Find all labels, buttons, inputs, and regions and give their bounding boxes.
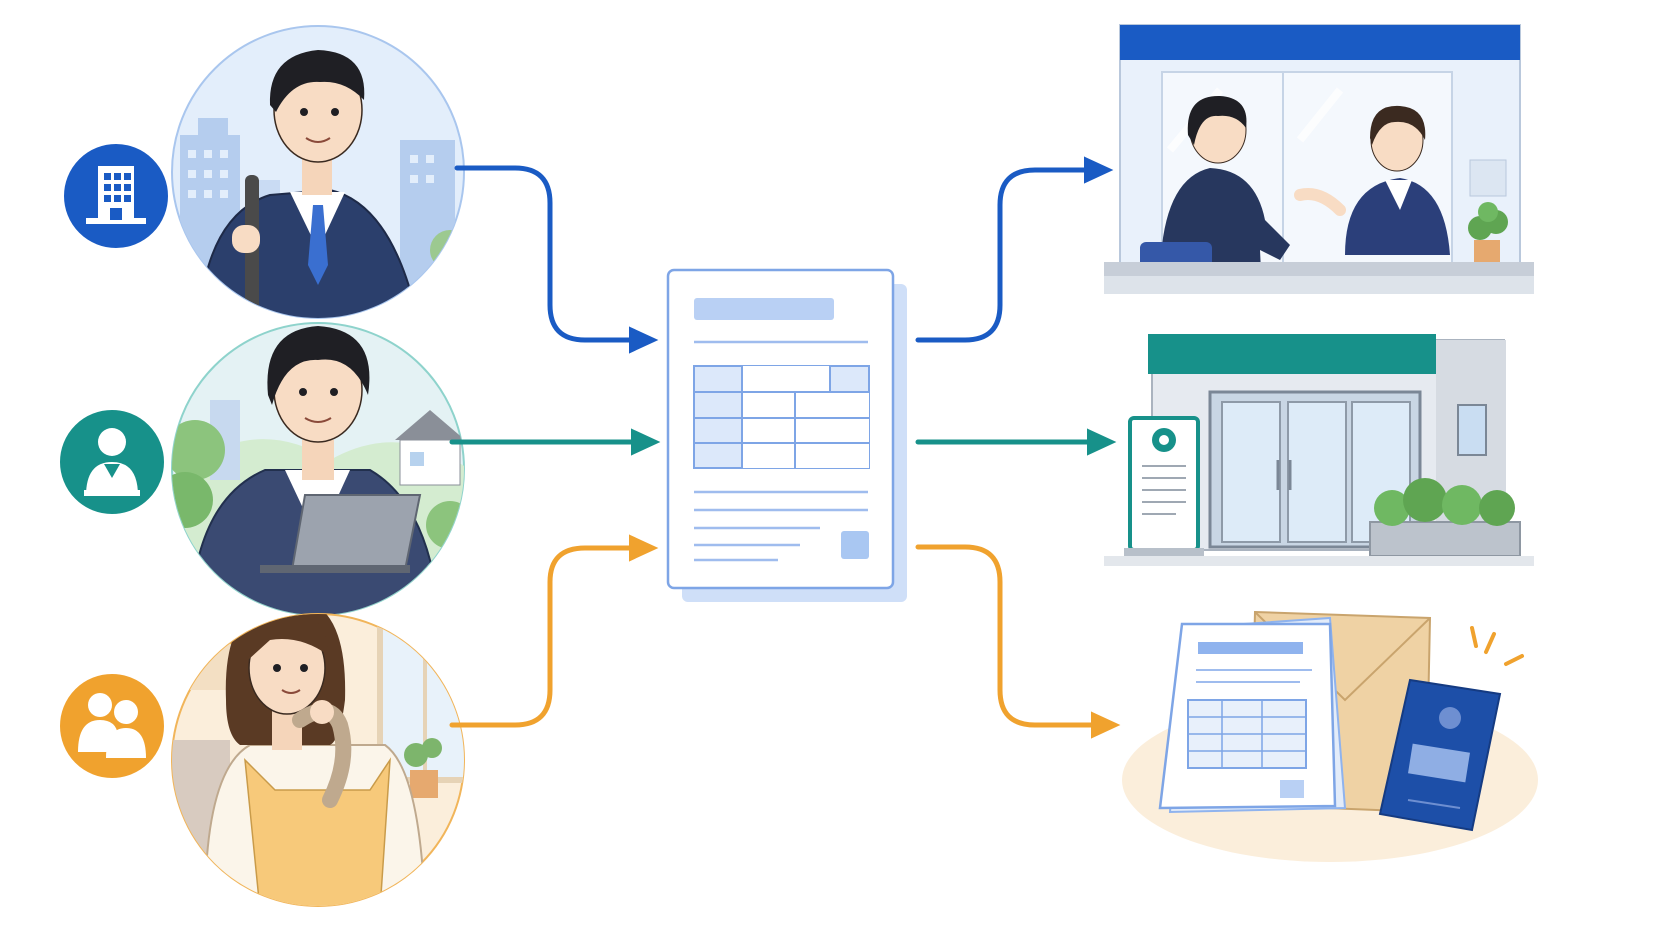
arrow-orange-in [449, 545, 633, 728]
counter-header-bar [1120, 25, 1520, 60]
input-family [56, 613, 465, 907]
arrow-blue-in [454, 165, 633, 343]
home-background [172, 614, 464, 906]
suburb-background [172, 326, 464, 615]
people-icon [78, 693, 146, 758]
input-company-employee [60, 25, 465, 319]
stamp-box [841, 531, 869, 559]
person-icon [84, 428, 140, 496]
city-background [180, 50, 464, 318]
form-table [693, 365, 870, 469]
input-individual [56, 322, 465, 616]
building-icon [86, 166, 146, 224]
output-service-counter [1104, 24, 1534, 294]
arrow-blue-out [915, 167, 1088, 343]
application-form-icon [666, 268, 907, 602]
sparkle-icon [1470, 626, 1524, 666]
storefront-awning [1148, 334, 1436, 374]
output-mail-documents [1122, 610, 1538, 862]
output-connectors [915, 156, 1121, 739]
output-branch-office [1104, 334, 1534, 566]
arrow-orange-out [915, 544, 1095, 728]
input-connectors [449, 165, 661, 728]
